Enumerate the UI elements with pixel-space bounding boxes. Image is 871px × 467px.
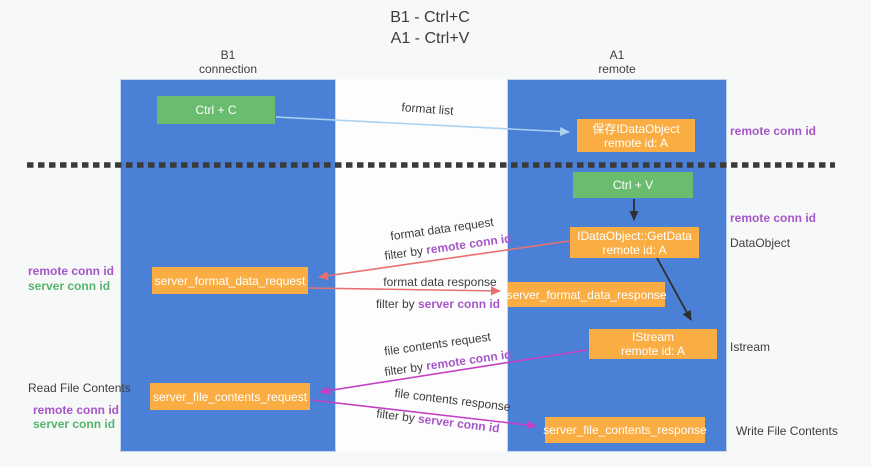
ctrl-v-label: Ctrl + V <box>612 178 654 192</box>
server-format-data-request-label: server_format_data_request <box>154 273 306 288</box>
diagram-title: B1 - Ctrl+C A1 - Ctrl+V <box>330 7 530 49</box>
server-conn-id-left-bottom: server conn id <box>33 417 116 431</box>
lane-a1-name: A1 <box>609 48 625 62</box>
read-file-contents-label: Read File Contents <box>28 381 131 395</box>
lane-header-b1: B1 connection <box>120 48 336 76</box>
ctrl-v-box: Ctrl + V <box>573 172 693 198</box>
title-line-2: A1 - Ctrl+V <box>390 30 470 47</box>
save-idataobject-box: 保存IDataObject remote id: A <box>577 119 695 152</box>
lane-b1-role: connection <box>198 62 258 76</box>
lane-header-a1: A1 remote <box>507 48 727 76</box>
remote-conn-id-right-mid: remote conn id <box>730 211 817 225</box>
lane-b1-name: B1 <box>220 48 236 62</box>
idataobject-getdata-box: IDataObject::GetData remote id: A <box>570 227 699 258</box>
save-idataobject-line2: remote id: A <box>603 135 669 150</box>
istream-box: IStream remote id: A <box>589 329 717 359</box>
server-conn-id-left-mid: server conn id <box>28 279 111 293</box>
write-file-contents-label: Write File Contents <box>736 424 838 438</box>
filter-by-text: filter by <box>375 297 418 311</box>
ctrl-c-label: Ctrl + C <box>195 103 237 117</box>
lane-a1-role: remote <box>598 62 636 76</box>
getdata-line2: remote id: A <box>602 242 667 257</box>
server-file-contents-request-box: server_file_contents_request <box>150 383 310 410</box>
title-line-1: B1 - Ctrl+C <box>390 9 470 26</box>
remote-conn-id-left-bottom: remote conn id <box>33 403 120 417</box>
server-format-data-response-box: server_format_data_response <box>506 282 667 307</box>
dataobject-label: DataObject <box>730 236 791 250</box>
remote-conn-id-left-mid: remote conn id <box>28 264 115 278</box>
ctrl-c-box: Ctrl + C <box>157 96 275 124</box>
getdata-line1: IDataObject::GetData <box>577 228 692 243</box>
istream-line1: IStream <box>631 330 674 344</box>
istream-line2: remote id: A <box>620 344 686 358</box>
remote-conn-id-right-top: remote conn id <box>730 124 817 138</box>
server-file-contents-request-label: server_file_contents_request <box>152 389 308 404</box>
server-format-data-request-box: server_format_data_request <box>152 267 308 294</box>
filter-by-server-1: filter by server conn id <box>368 297 508 311</box>
server-conn-id-text: server conn id <box>417 297 501 311</box>
istream-side-label: Istream <box>730 340 771 354</box>
save-idataobject-line1: 保存IDataObject <box>592 121 680 136</box>
format-data-response-label: format data response <box>383 275 497 289</box>
server-file-contents-response-box: server_file_contents_response <box>543 417 707 443</box>
server-file-contents-response-label: server_file_contents_response <box>543 423 707 437</box>
server-format-data-response-label: server_format_data_response <box>506 287 667 302</box>
